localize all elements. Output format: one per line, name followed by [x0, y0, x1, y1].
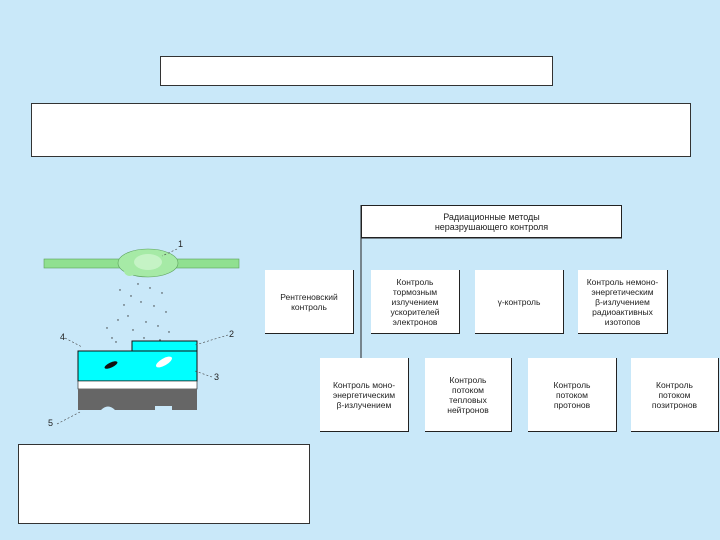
test-object-top [131, 340, 198, 352]
detector-base [78, 389, 197, 410]
node-thermal-neutrons: Контроль потоком тепловых нейтронов [425, 358, 512, 432]
root-node: Радиационные методы неразрушающего контр… [361, 205, 622, 238]
node-positrons: Контроль потоком позитронов [631, 358, 719, 432]
node-protons-label: Контроль потоком протонов [553, 379, 591, 410]
node-beta-mono-label: Контроль моно- энергетическим β-излучени… [332, 379, 396, 410]
node-xray: Рентгеновский контроль [265, 270, 354, 334]
callout-5: 5 [48, 418, 54, 428]
node-protons: Контроль потоком протонов [528, 358, 617, 432]
node-xray-label: Рентгеновский контроль [280, 291, 338, 312]
caption-box [18, 444, 310, 524]
node-bremsstrahlung-label: Контроль тормозным излучением ускорителе… [390, 276, 440, 327]
subtitle-box [31, 103, 691, 157]
node-thermal-neutrons-label: Контроль потоком тепловых нейтронов [447, 374, 489, 415]
node-gamma: γ-контроль [475, 270, 564, 334]
node-bremsstrahlung: Контроль тормозным излучением ускорителе… [371, 270, 460, 334]
root-node-label: Радиационные методы неразрушающего контр… [434, 211, 549, 232]
title-box [160, 56, 553, 86]
callout-1: 1 [178, 239, 184, 249]
film-layer [77, 380, 198, 390]
node-beta-nonmono: Контроль немоно- энергетическим β-излуче… [578, 270, 668, 334]
callout-2: 2 [229, 329, 235, 339]
node-positrons-label: Контроль потоком позитронов [651, 379, 698, 410]
radiation-particles [106, 283, 170, 343]
defect-dark [104, 361, 118, 369]
callout-4: 4 [60, 332, 66, 342]
node-beta-mono: Контроль моно- энергетическим β-излучени… [320, 358, 409, 432]
callout-3: 3 [214, 372, 220, 382]
defect-light [156, 356, 172, 368]
node-gamma-label: γ-контроль [497, 296, 541, 307]
node-beta-nonmono-label: Контроль немоно- энергетическим β-излуче… [586, 276, 659, 327]
test-object [77, 350, 198, 382]
